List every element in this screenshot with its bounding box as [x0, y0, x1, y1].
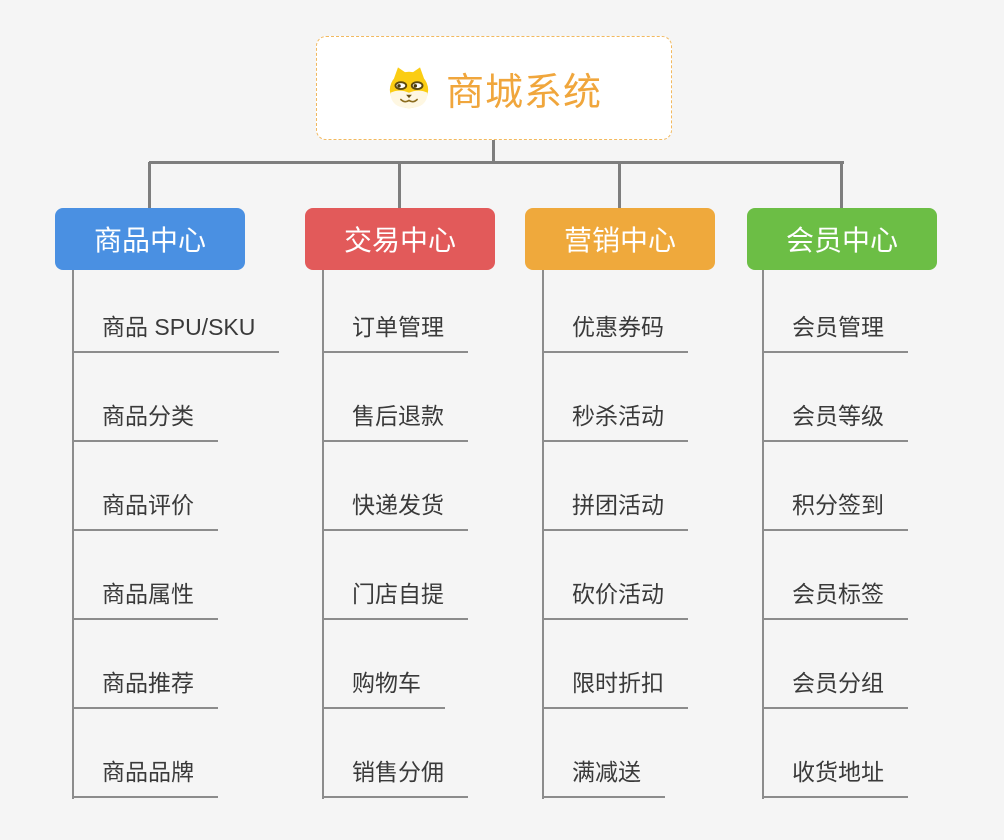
branch-spine-members [762, 270, 764, 799]
child-item[interactable]: 门店自提 [322, 575, 468, 620]
child-item[interactable]: 满减送 [542, 753, 665, 798]
branch-label: 交易中心 [343, 225, 456, 256]
connector-root-stub [492, 140, 495, 164]
connector-drop-products [148, 162, 151, 208]
branch-items-marketing-center: 优惠券码 秒杀活动 拼团活动 砍价活动 限时折扣 满减送 [542, 264, 688, 798]
branch-node-product-center[interactable]: 商品中心 [55, 208, 245, 270]
root-title: 商城系统 [445, 71, 602, 114]
child-item[interactable]: 秒杀活动 [542, 397, 688, 442]
child-item[interactable]: 订单管理 [322, 308, 468, 353]
child-item[interactable]: 会员等级 [762, 397, 908, 442]
branch-label: 商品中心 [93, 225, 206, 256]
branch-items-trade-center: 订单管理 售后退款 快递发货 门店自提 购物车 销售分佣 [322, 264, 468, 798]
child-item[interactable]: 砍价活动 [542, 575, 688, 620]
child-item[interactable]: 商品评价 [72, 486, 218, 531]
branch-label: 营销中心 [563, 225, 676, 256]
child-item[interactable]: 商品属性 [72, 575, 218, 620]
child-item[interactable]: 会员标签 [762, 575, 908, 620]
child-item[interactable]: 积分签到 [762, 486, 908, 531]
child-item[interactable]: 商品 SPU/SKU [72, 308, 280, 353]
child-item[interactable]: 商品品牌 [72, 753, 218, 798]
branch-spine-marketing [542, 270, 544, 799]
child-item[interactable]: 会员管理 [762, 308, 908, 353]
root-node[interactable]: 商城系统 [316, 36, 672, 140]
child-item[interactable]: 购物车 [322, 664, 445, 709]
child-item[interactable]: 会员分组 [762, 664, 908, 709]
branch-node-member-center[interactable]: 会员中心 [747, 208, 937, 270]
child-item[interactable]: 快递发货 [322, 486, 468, 531]
branch-items-member-center: 会员管理 会员等级 积分签到 会员标签 会员分组 收货地址 [762, 264, 908, 798]
child-item[interactable]: 收货地址 [762, 753, 908, 798]
connector-bus [149, 161, 844, 164]
shiba-dog-icon [386, 65, 432, 111]
connector-drop-members [840, 162, 843, 208]
branch-label: 会员中心 [785, 225, 898, 256]
child-item[interactable]: 优惠券码 [542, 308, 688, 353]
connector-drop-trade [398, 162, 401, 208]
child-item[interactable]: 拼团活动 [542, 486, 688, 531]
child-item[interactable]: 售后退款 [322, 397, 468, 442]
connector-drop-marketing [618, 162, 621, 208]
branch-node-marketing-center[interactable]: 营销中心 [525, 208, 715, 270]
child-item[interactable]: 销售分佣 [322, 753, 468, 798]
branch-spine-trade [322, 270, 324, 799]
child-item[interactable]: 商品推荐 [72, 664, 218, 709]
child-item[interactable]: 限时折扣 [542, 664, 688, 709]
branch-spine-products [72, 270, 74, 799]
branch-items-product-center: 商品 SPU/SKU 商品分类 商品评价 商品属性 商品推荐 商品品牌 [72, 264, 280, 798]
child-item[interactable]: 商品分类 [72, 397, 218, 442]
branch-node-trade-center[interactable]: 交易中心 [305, 208, 495, 270]
